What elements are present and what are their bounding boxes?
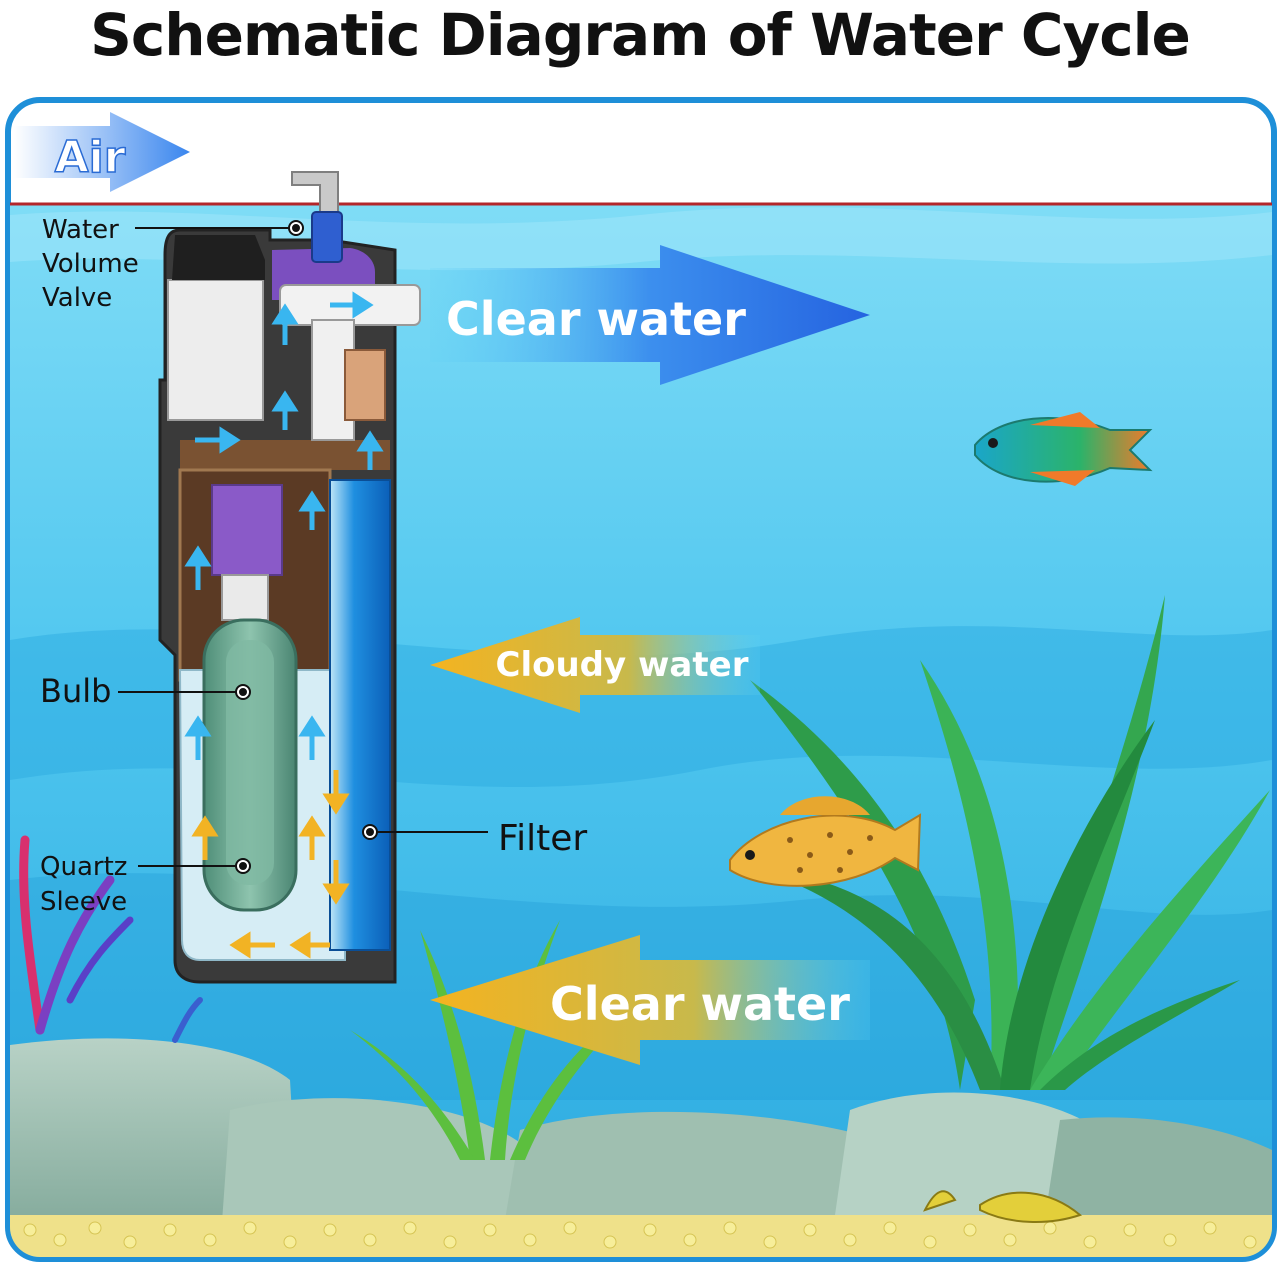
filter-label: Filter bbox=[498, 818, 587, 859]
aquarium-tank bbox=[5, 97, 1277, 1262]
gravel bbox=[10, 1215, 1272, 1257]
air-label: Air bbox=[55, 132, 126, 183]
valve-label-line3: Valve bbox=[42, 283, 112, 313]
valve-label-line1: Water bbox=[42, 215, 119, 245]
clear-water-bottom-label: Clear water bbox=[550, 977, 850, 1031]
grass-icon bbox=[350, 920, 640, 1160]
seaweed-icon bbox=[750, 595, 1270, 1090]
leader-lines bbox=[118, 227, 488, 867]
cloudy-water-arrow-icon bbox=[430, 617, 760, 713]
clear-water-top-label: Clear water bbox=[446, 292, 746, 346]
coral-icon bbox=[19, 835, 203, 1043]
fish-catfish-icon bbox=[923, 1190, 1083, 1223]
fish-rainbow-icon bbox=[974, 412, 1153, 486]
quartz-label-line1: Quartz bbox=[40, 852, 127, 882]
clear-water-bottom-arrow-icon bbox=[430, 935, 870, 1065]
cloudy-water-label: Cloudy water bbox=[496, 645, 749, 685]
air-arrow-icon bbox=[14, 112, 190, 192]
page-title: Schematic Diagram of Water Cycle bbox=[90, 1, 1191, 69]
quartz-label-line2: Sleeve bbox=[40, 887, 127, 917]
leader-dots bbox=[235, 220, 378, 874]
valve-label-line2: Volume bbox=[42, 249, 139, 279]
bulb-label: Bulb bbox=[40, 672, 111, 710]
fish-spotted-icon bbox=[729, 796, 922, 887]
clear-water-top-arrow-icon bbox=[430, 245, 870, 385]
uv-filter-device bbox=[158, 171, 421, 984]
